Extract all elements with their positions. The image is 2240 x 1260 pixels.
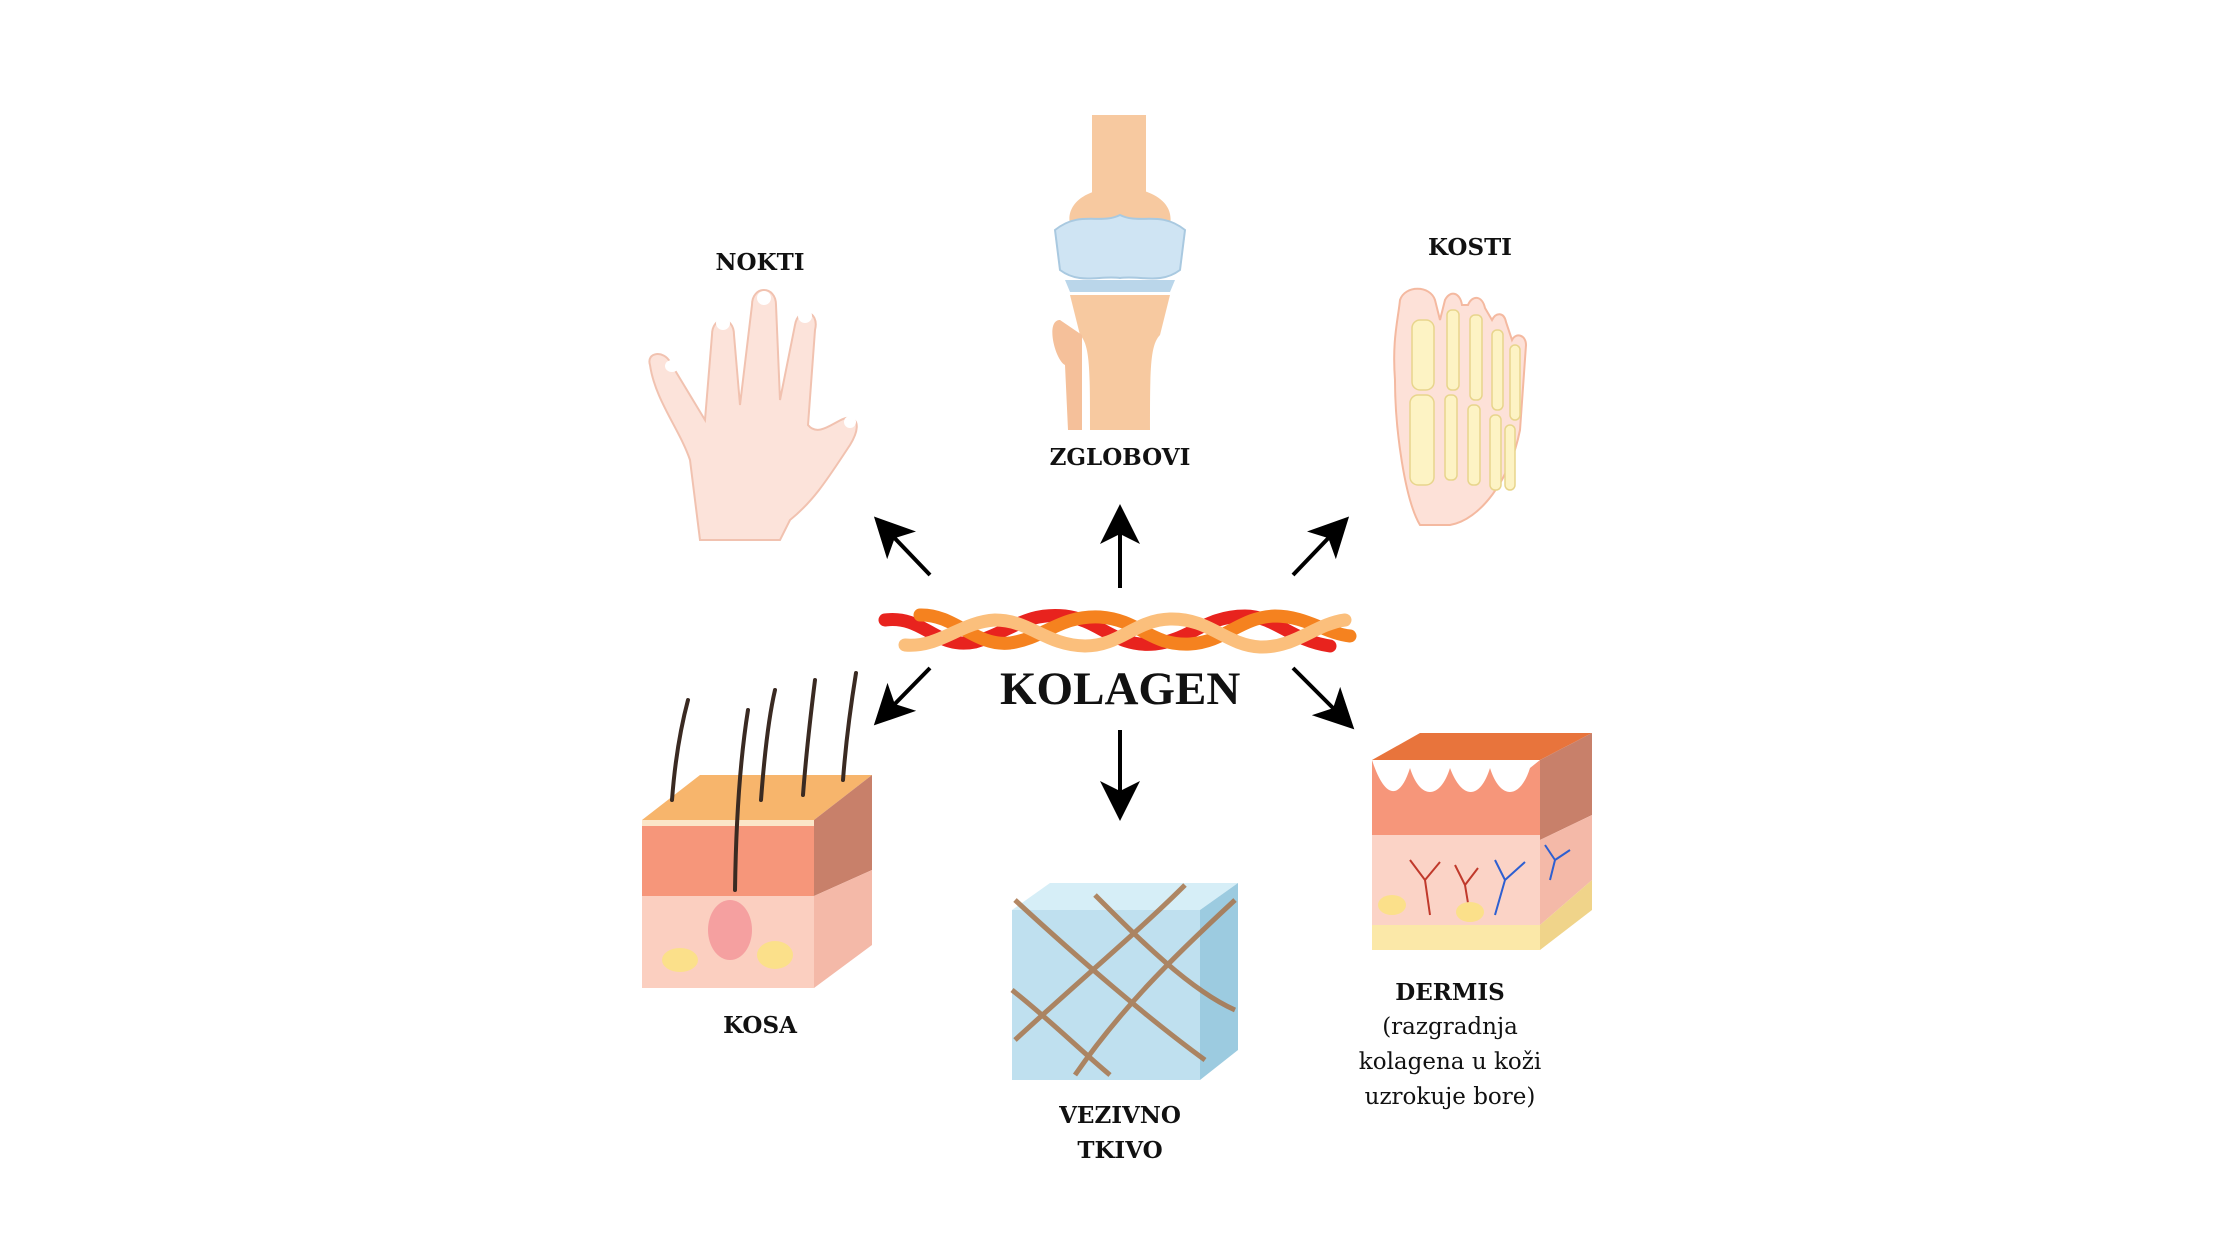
label-dermis-sub-1: (razgradnja: [1382, 1014, 1518, 1040]
label-dermis: DERMIS (razgradnja kolagena u koži uzrok…: [1350, 975, 1550, 1115]
label-kosa: KOSA: [723, 1012, 797, 1039]
label-dermis-title: DERMIS: [1395, 979, 1505, 1006]
arrow-to-nokti: [873, 516, 932, 577]
label-vezivno-line-2: TKIVO: [1077, 1137, 1163, 1164]
label-nokti: NOKTI: [715, 249, 805, 276]
label-zglobovi: ZGLOBOVI: [1049, 444, 1191, 471]
label-kosti: KOSTI: [1428, 234, 1512, 261]
arrow-to-kosti: [1291, 516, 1350, 577]
arrow-to-kosa: [873, 666, 932, 726]
label-vezivno-line-1: VEZIVNO: [1059, 1102, 1181, 1129]
label-vezivno-tkivo: VEZIVNO TKIVO: [1020, 1098, 1220, 1168]
arrow-to-dermis: [1291, 666, 1355, 730]
label-dermis-sub-2: kolagena u koži: [1358, 1049, 1542, 1075]
diagram-title: KOLAGEN: [1000, 663, 1241, 715]
label-dermis-sub-3: uzrokuje bore): [1364, 1084, 1536, 1110]
